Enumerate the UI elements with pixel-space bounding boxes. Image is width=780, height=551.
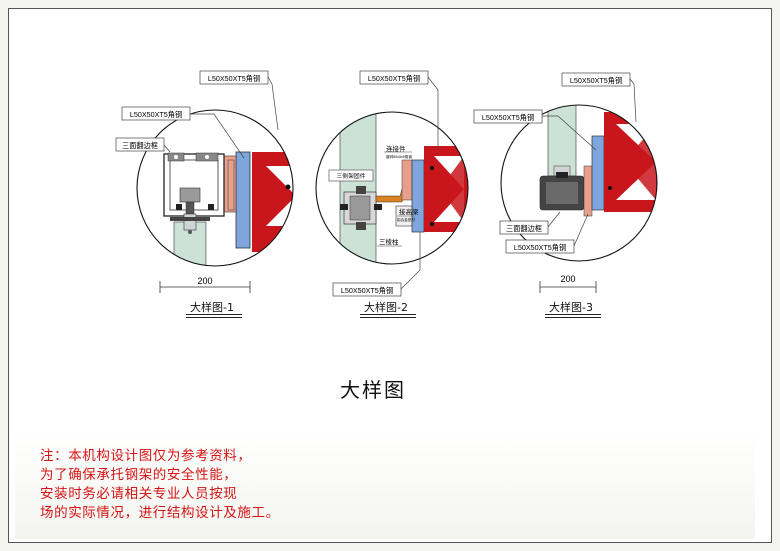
detail-3-label-frame: 三面翻边框 xyxy=(506,224,542,233)
detail-2-label-angle-top: L50X50XT5角钢 xyxy=(368,74,420,83)
detail-2: L50X50XT5角钢 连接件 镀锌50x5x5角钢 三侧架固件 接高梁 铝合金… xyxy=(315,70,469,297)
detail-2-label-connector-sub: 镀锌50x5x5角钢 xyxy=(386,154,412,159)
detail-3-caption: 大样图-3 xyxy=(549,301,593,314)
detail-1-caption-rule xyxy=(186,314,242,315)
detail-3-glass-column xyxy=(547,105,577,177)
detail-2-caption: 大样图-2 xyxy=(364,301,408,314)
detail-2-label-beam: 接高梁 xyxy=(399,207,419,216)
sheet-background-gradient xyxy=(15,429,755,539)
detail-1-label-angle-mid: L50X50XT5角钢 xyxy=(130,110,182,119)
detail-2-label-connector: 连接件 xyxy=(386,144,406,153)
note-line-1: 注：本机构设计图仅为参考资料， xyxy=(40,448,252,464)
drawing-sheet xyxy=(8,8,772,543)
note-line-4: 场的实际情况，进行结构设计及施工。 xyxy=(40,505,280,521)
detail-1: L50X50XT5角钢 L50X50XT5角钢 三面翻边框 200 xyxy=(115,70,294,293)
detail-1-label-angle-top: L50X50XT5角钢 xyxy=(208,74,260,83)
detail-3-steel-plate xyxy=(591,135,605,211)
note-line-3: 安装时务必请相关专业人员按现 xyxy=(40,486,238,502)
detail-3-label-angle-top: L50X50XT5角钢 xyxy=(570,76,622,85)
detail-1-caption: 大样图-1 xyxy=(190,301,234,314)
disclaimer-note: 注：本机构设计图仅为参考资料， 为了确保承托钢架的安全性能， 安装时务必请相关专… xyxy=(40,447,280,523)
detail-3-label-angle-bottom: L50X50XT5角钢 xyxy=(514,243,566,252)
detail-2-label-beam-sub: 铝合金型材 xyxy=(397,217,415,222)
detail-2-caption-rule xyxy=(360,314,416,315)
detail-3-caption-rule xyxy=(545,314,601,315)
detail-1-dimension: 200 xyxy=(197,276,212,286)
detail-3-label-angle-mid: L50X50XT5角钢 xyxy=(482,113,534,122)
detail-1-label-frame: 三面翻边框 xyxy=(122,141,158,150)
page-title: 大样图 xyxy=(340,380,406,402)
detail-2-label-column: 三棱柱 xyxy=(379,237,399,246)
note-line-2: 为了确保承托钢架的安全性能， xyxy=(40,467,238,483)
detail-2-label-three-way: 三侧架固件 xyxy=(337,172,366,180)
detail-3-dimension: 200 xyxy=(560,274,575,284)
detail-2-label-angle-bottom: L50X50XT5角钢 xyxy=(341,286,393,295)
detail-1-steel-plate xyxy=(235,151,251,249)
detail-3: L50X50XT5角钢 L50X50XT5角钢 三面翻边框 L50X50XT5角… xyxy=(473,72,658,293)
